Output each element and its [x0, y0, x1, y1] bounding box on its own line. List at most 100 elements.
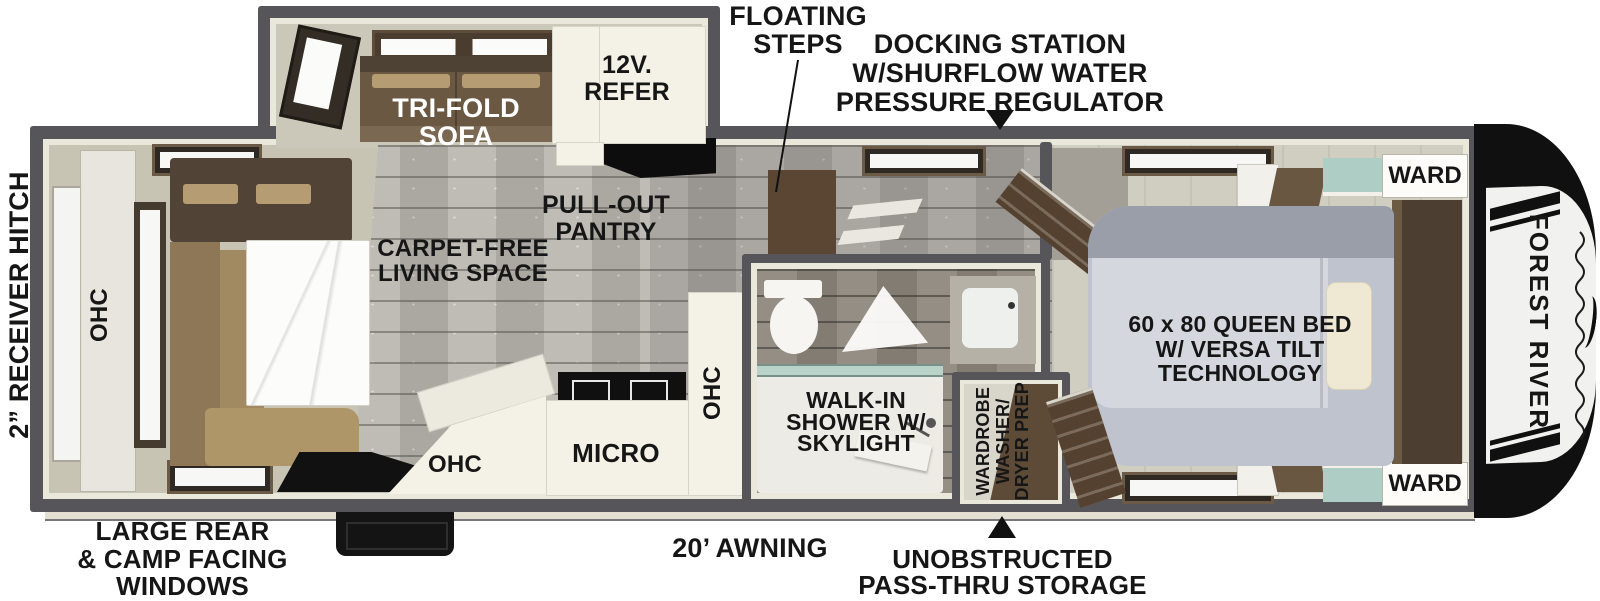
window-glass — [1130, 154, 1266, 168]
sofa-back — [360, 56, 552, 72]
rear-windows-line3: WINDOWS — [116, 571, 249, 601]
queen-bed-label: 60 x 80 QUEEN BED W/ VERSA TILT TECHNOLO… — [1115, 312, 1365, 386]
walk-in-shower — [757, 372, 943, 493]
entry-steps — [336, 512, 454, 556]
receiver-hitch-text: 2” RECEIVER HITCH — [4, 171, 34, 439]
refrigerator-door-seam — [599, 27, 600, 143]
wardrobe-label-line3: DRYER PREP — [1011, 382, 1032, 501]
burner — [630, 380, 668, 402]
pass-thru-arrow — [988, 516, 1016, 538]
entry-step-tread — [346, 522, 448, 550]
nightstand-top — [1323, 158, 1385, 196]
micro-label: MICRO — [548, 438, 684, 468]
bed-label-line3: TECHNOLOGY — [1157, 360, 1323, 386]
faucet — [1008, 302, 1015, 309]
sofa-seam — [455, 72, 457, 142]
pullout-pantry-label: PULL-OUT PANTRY — [516, 192, 696, 246]
pillow — [1326, 282, 1372, 390]
refer-label-line2: REFER — [584, 78, 670, 106]
docking-station-callout: DOCKING STATION W/SHURFLOW WATER PRESSUR… — [810, 30, 1190, 117]
sink-basin — [962, 288, 1018, 348]
ohc-kitchen-label: OHC — [420, 451, 490, 478]
docking-station-arrow — [986, 110, 1014, 130]
shower-label-line2: SHOWER W/ — [786, 408, 926, 435]
bedside-wood-panel — [1268, 168, 1328, 206]
floating-steps — [768, 170, 836, 262]
rear-window-frame — [134, 202, 166, 448]
sofa-label-line1: TRI-FOLD — [392, 93, 520, 123]
wardrobe-top: WARD — [1382, 154, 1468, 198]
living-label-line1: CARPET-FREE — [377, 235, 549, 262]
window-glass — [175, 468, 265, 486]
docking-line2: W/SHURFLOW WATER — [852, 58, 1148, 88]
micro-text: MICRO — [572, 438, 660, 468]
microwave-cabinet — [546, 400, 690, 496]
awning-text: 20’ AWNING — [672, 533, 828, 563]
entry-window — [862, 146, 986, 176]
toilet — [770, 296, 818, 354]
wardrobe-prep-label: WARDROBE WASHER/ DRYER PREP — [972, 381, 1033, 501]
rear-windows-line1: LARGE REAR — [95, 516, 270, 546]
ohc-pantry-text: OHC — [699, 366, 726, 420]
skylight-glass — [381, 39, 547, 55]
rear-window-glass — [140, 210, 160, 440]
shower-head — [926, 418, 936, 428]
wardrobe-label-line2: WASHER/ — [992, 398, 1013, 484]
bed-crease — [1320, 258, 1323, 408]
bed-label-line2: W/ VERSA TILT — [1155, 335, 1325, 362]
pantry-label-line1: PULL-OUT — [542, 191, 670, 219]
pantry-label-line2: PANTRY — [555, 218, 657, 246]
floating-steps-callout: FLOATING STEPS — [702, 2, 894, 58]
ward-bottom-label: WARD — [1388, 470, 1462, 497]
awning-rail-line — [45, 519, 1475, 521]
counter-block — [556, 142, 604, 166]
pass-thru-line1: UNOBSTRUCTED — [892, 544, 1113, 574]
living-label-line2: LIVING SPACE — [378, 260, 548, 287]
bed-label-line1: 60 x 80 QUEEN BED — [1128, 311, 1352, 337]
sofa-seat-edge — [360, 126, 552, 142]
refer-label-line1: 12V. — [602, 51, 652, 79]
pantry-ohc-cabinet — [688, 292, 744, 496]
rear-windows-callout: LARGE REAR & CAMP FACING WINDOWS — [55, 516, 310, 601]
sofa-cushion — [462, 74, 540, 88]
carpet-free-label: CARPET-FREE LIVING SPACE — [368, 236, 558, 286]
window-glass — [870, 154, 978, 168]
rear-window — [52, 186, 82, 462]
tri-fold-sofa — [360, 56, 552, 142]
tri-fold-sofa-label: TRI-FOLD SOFA — [370, 94, 542, 150]
nightstand-bottom — [1323, 464, 1385, 502]
floating-steps-line2: STEPS — [753, 29, 843, 59]
burner — [572, 380, 610, 402]
receiver-hitch-callout: 2” RECEIVER HITCH — [4, 145, 35, 465]
floating-steps-line1: FLOATING — [729, 1, 867, 31]
pass-thru-callout: UNOBSTRUCTED PASS-THRU STORAGE — [845, 546, 1160, 598]
shower-label-line1: WALK-IN — [806, 387, 906, 413]
bed-comforter — [1088, 206, 1394, 258]
ward-top-label: WARD — [1388, 162, 1462, 189]
refer-label: 12V. REFER — [552, 52, 702, 106]
window-glass — [293, 37, 343, 110]
ohc-kitchen-text: OHC — [428, 451, 482, 478]
refrigerator — [552, 26, 706, 144]
sofa-label-line2: SOFA — [418, 121, 494, 151]
brand-decal: FOREST RIVER — [1522, 202, 1554, 442]
awning-callout: 20’ AWNING — [640, 534, 860, 563]
sofa-cushion — [372, 74, 450, 88]
rear-ohc-cabinet — [80, 150, 136, 492]
sofa-cushion — [183, 184, 238, 204]
sink-vanity — [950, 276, 1036, 364]
headboard-wardrobe — [1392, 200, 1462, 464]
rear-windows-line2: & CAMP FACING — [77, 543, 288, 574]
toilet-tank — [764, 280, 822, 298]
shower-label-line3: SKYLIGHT — [797, 430, 915, 456]
bed-sheet — [1092, 258, 1328, 408]
wardrobe-bottom: WARD — [1382, 462, 1468, 506]
ohc-rear-label: OHC — [86, 265, 113, 365]
wardrobe-compartment — [964, 384, 1058, 500]
dinette-table — [246, 240, 370, 406]
window-glass — [1130, 480, 1266, 496]
awning-rail — [45, 512, 1475, 519]
docking-line1: DOCKING STATION — [873, 29, 1127, 59]
wardrobe-label-line1: WARDROBE — [972, 386, 993, 496]
